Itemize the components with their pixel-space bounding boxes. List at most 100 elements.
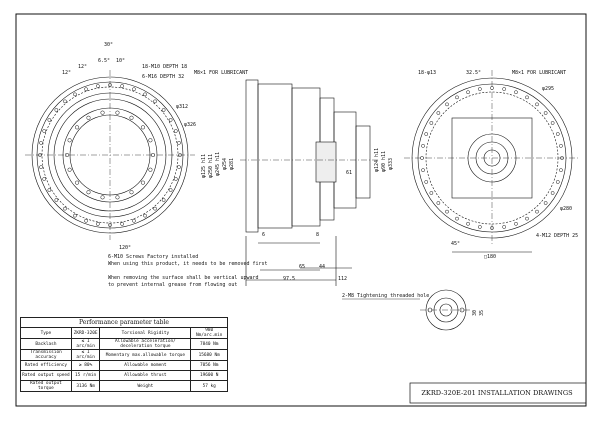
rear-angle-45-label: 45° [451,241,461,247]
bolt-hole [84,87,88,92]
bolt-hole [445,209,449,214]
bolt-hole [502,225,507,229]
bolt-hole [161,198,166,202]
bolt-hole [100,195,105,200]
bolt-hole [64,152,70,158]
angle-b-label: 10° [116,58,126,64]
bolt-hole [95,222,100,226]
bolt-hole [47,188,52,192]
bolt-hole [73,213,77,218]
dim-44-label: 44 [319,264,326,270]
table-cell: 19600 N [190,370,228,381]
bolt-hole [514,90,518,95]
dim-61-label: 61 [346,170,353,176]
bolt-hole [555,180,560,184]
rear-dia-a-label: φ295 [542,86,555,92]
bolt-hole [108,223,112,227]
bolt-hole [73,92,77,97]
table-cell: ZKRD-320E [70,327,101,339]
bolt-hole [129,115,134,120]
bolt-hole [555,132,560,136]
bolt-hole [173,129,178,133]
bolt-hole [525,95,529,100]
bolt-hole [436,111,441,115]
table-cell: ≤ 1 arc/min [70,338,101,350]
bolt-hole [490,226,494,230]
bolt-hole [140,125,145,130]
bolt-hole [86,190,91,195]
bolt-hole [67,167,72,172]
angle-top-label: 30° [104,42,114,48]
table-cell: Allowable acceleration/ deceleration tor… [99,338,192,350]
bolt-hole [177,140,181,145]
bolt-hole [173,177,178,181]
bolt-hole [120,84,125,88]
bolt-hole [115,195,120,200]
bolt-hole [559,168,563,173]
bolt-hole [177,165,181,170]
table-cell: ≥ 80% [70,360,101,371]
side-dia-right-0: φ124 h11 [374,147,380,172]
table-cell: 7056 Nm [190,360,228,371]
table-cell: Torsional Rigidity [99,327,192,339]
table-cell: 15 r/min [70,370,101,381]
table-cell: Allowable moment [99,360,192,371]
table-cell: Transmission accuracy [20,349,72,361]
rear-dia-b-label: φ280 [560,206,573,212]
table-cell: 15680 Nm [190,349,228,361]
bolt-hole [477,225,482,229]
detail-view [342,289,472,331]
side-dia-right-2: φ333 [388,157,394,170]
side-dia-left-1: φ250 h11 [208,153,214,178]
table-cell: ≤ 1 arc/min [70,349,101,361]
bolt-hole [38,153,42,157]
rear-square-label: □180 [484,254,497,260]
table-cell: Momentary max.allowable torque [99,349,192,361]
bolt-hole [436,201,441,205]
bolt-hole [445,102,449,107]
rear-thread-label: 4-M12 DEPTH 25 [536,233,579,239]
bolt-hole [108,83,112,87]
bolt-hole [560,156,564,160]
bolt-hole [168,188,173,192]
rear-angle-label: 32.5° [466,70,482,76]
table-cell: Allowable thrust [99,370,192,381]
table-cell: 3136 Nm [70,380,101,392]
bolt-hole [75,180,80,185]
bolt-hole [455,216,459,221]
angle-d-label: 12° [78,64,88,70]
bolt-hole [161,108,166,112]
bolt-hole [39,165,43,170]
title-block-frame [409,382,587,404]
bolt-hole [75,125,80,130]
bolt-hole [421,143,425,148]
bolt-hole [140,180,145,185]
table-cell: Rated efficiency [20,360,72,371]
bolt-hole [466,221,470,226]
screws-note-2: When using this product, it needs to be … [108,261,268,267]
front-bolt-holes [38,83,182,227]
bolt-hole [550,191,555,195]
sheet-border [15,13,587,407]
table-cell: 7840 Nm [190,338,228,350]
bolt-hole [129,190,134,195]
bolt-hole [95,84,100,88]
vertical-note-2: to prevent internal grease from flowing … [108,282,238,288]
bolt-hole [47,118,52,122]
bolt-hole [54,108,59,112]
table-cell: Type [20,327,72,339]
bolt-hole [168,118,173,122]
dim-6-label: 6 [262,232,266,238]
dia-a-label: φ312 [176,104,189,110]
side-dia-left-2: φ245 h11 [215,151,221,176]
bolt-hole [63,206,67,211]
table-cell: Weight [99,380,192,392]
bolt-hole [424,180,429,184]
